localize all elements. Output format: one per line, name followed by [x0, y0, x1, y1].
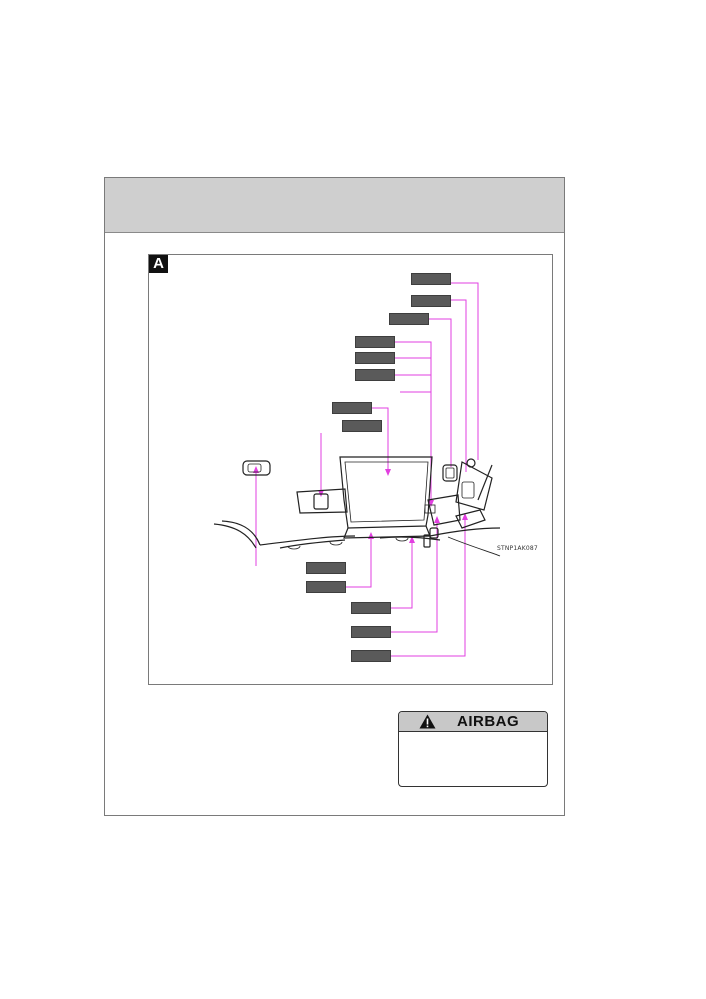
callout-6 [355, 369, 395, 381]
callout-7 [332, 402, 372, 414]
callout-13 [351, 650, 391, 662]
callout-3 [389, 313, 429, 325]
callout-1 [411, 273, 451, 285]
warning-triangle-icon [419, 714, 436, 729]
panel-header [105, 178, 564, 233]
callout-8 [342, 420, 382, 432]
callout-5 [355, 352, 395, 364]
callout-12 [351, 626, 391, 638]
leader-lines [255, 282, 479, 657]
leader-arrowheads [253, 466, 468, 543]
content-panel [104, 177, 565, 816]
callout-4 [355, 336, 395, 348]
callout-10 [306, 581, 346, 593]
callout-11 [351, 602, 391, 614]
figure-label: A [149, 255, 168, 273]
image-code: STNP1AK087 [497, 545, 538, 552]
airbag-label-title: AIRBAG [457, 713, 520, 730]
dashboard-outline [213, 456, 501, 557]
figure-frame [148, 254, 553, 685]
callout-9 [306, 562, 346, 574]
airbag-warning-label: AIRBAG [398, 711, 548, 787]
callout-2 [411, 295, 451, 307]
airbag-label-header: AIRBAG [399, 712, 547, 732]
